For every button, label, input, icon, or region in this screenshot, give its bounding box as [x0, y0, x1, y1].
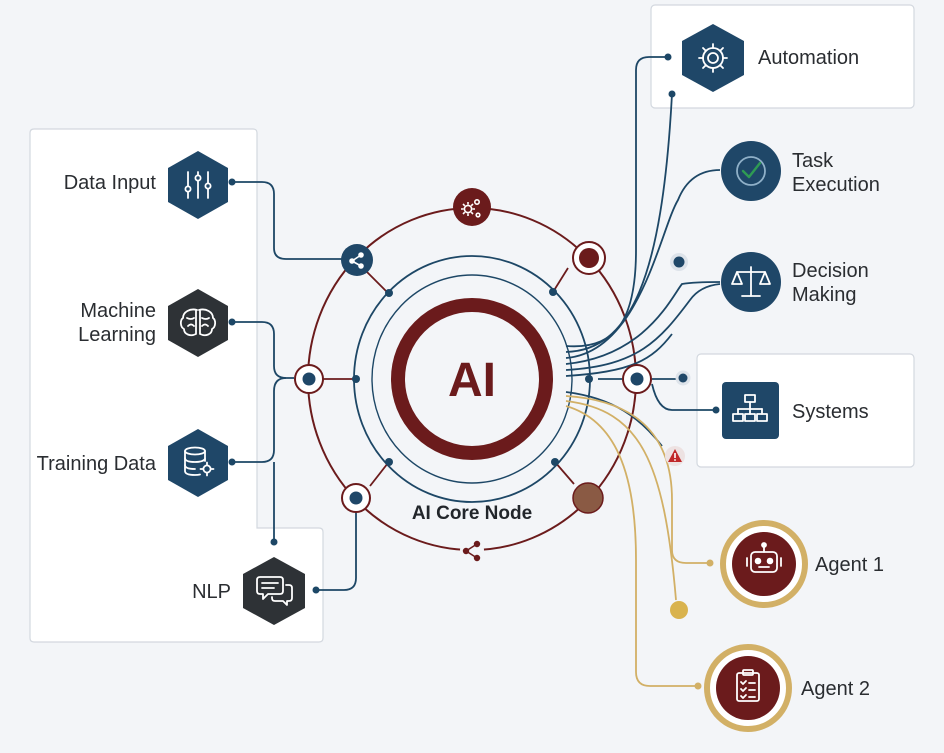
- agent-2-label: Agent 2: [801, 678, 870, 700]
- agent-node-1[interactable]: Agent 1: [720, 520, 884, 608]
- training-data-label: Training Data: [37, 453, 157, 475]
- inputs-panel: [29, 128, 324, 643]
- label-line: Systems: [792, 401, 869, 423]
- junction-node-bottom-right[interactable]: [572, 482, 604, 514]
- input-node-data-input[interactable]: Data Input: [64, 151, 228, 219]
- label-line: NLP: [192, 581, 231, 603]
- ring-spokes: [322, 267, 575, 487]
- status-dot-upper: [670, 253, 688, 271]
- junction-node-right[interactable]: [622, 364, 652, 394]
- share-bottom-icon: [462, 540, 481, 562]
- label-line: Decision: [792, 260, 869, 282]
- label-line: Data Input: [64, 172, 157, 194]
- input-node-training-data[interactable]: Training Data: [37, 429, 228, 497]
- agent-wires: [565, 395, 710, 687]
- share-node-top-left[interactable]: [341, 244, 373, 276]
- agent-1-label: Agent 1: [815, 554, 884, 576]
- junction-node-bottom-left[interactable]: [341, 483, 371, 513]
- output-wires: [565, 56, 721, 447]
- output-wire-dots: [664, 53, 720, 414]
- output-node-systems[interactable]: Systems: [722, 382, 869, 439]
- junction-node-top-right[interactable]: [572, 241, 606, 275]
- checkmark-circle-icon: [736, 156, 766, 186]
- share-node-bottom[interactable]: [460, 538, 484, 562]
- alert-badge: [665, 446, 685, 466]
- hierarchy-icon: [732, 394, 768, 422]
- output-node-automation[interactable]: Automation: [682, 24, 859, 92]
- core-caption: AI Core Node: [412, 503, 532, 524]
- input-node-nlp[interactable]: NLP: [192, 557, 305, 625]
- sliders-icon: [184, 171, 212, 199]
- agent-node-2[interactable]: Agent 2: [704, 644, 870, 732]
- label-line: Making: [792, 284, 856, 306]
- input-wire-dots: [228, 178, 320, 594]
- database-gear-icon: [184, 446, 215, 477]
- label-line: Training Data: [37, 453, 157, 475]
- label-line: Learning: [78, 324, 156, 346]
- gears-icon: [461, 199, 481, 218]
- data-input-label: Data Input: [64, 172, 157, 194]
- chat-bubbles-icon: [256, 576, 293, 606]
- scales-icon: [731, 266, 771, 297]
- clipboard-checklist-icon: [736, 669, 760, 702]
- gold-dot: [670, 601, 688, 619]
- label-line: Machine: [80, 300, 156, 322]
- nlp-label: NLP: [192, 581, 231, 603]
- systems-label: Systems: [792, 401, 869, 423]
- gear-icon: [698, 43, 728, 73]
- agent-wire-dots: [694, 559, 714, 690]
- status-dot-systems: [675, 370, 691, 386]
- core-ai-label: AI: [448, 354, 496, 407]
- label-line: Execution: [792, 174, 880, 196]
- input-wires: [232, 181, 357, 591]
- label-line: Task: [792, 150, 834, 172]
- automation-label: Automation: [758, 47, 859, 69]
- share-icon: [349, 252, 364, 269]
- junction-node-left[interactable]: [294, 364, 324, 394]
- robot-icon: [746, 542, 782, 573]
- label-line: Automation: [758, 47, 859, 69]
- gears-node[interactable]: [453, 188, 491, 226]
- spoke-dots: [352, 288, 593, 466]
- brain-icon: [179, 308, 217, 337]
